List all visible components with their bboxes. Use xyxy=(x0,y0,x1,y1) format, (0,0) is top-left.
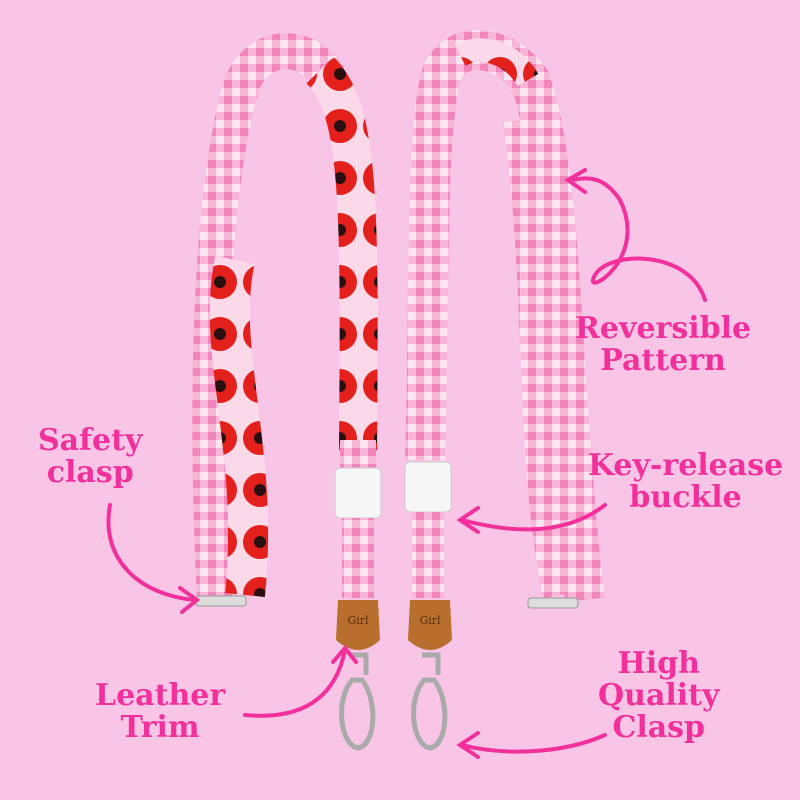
label-key-release-buckle: Key-release buckle xyxy=(588,450,783,514)
label-line: Clasp xyxy=(612,710,706,745)
left-swivel-clasp xyxy=(339,652,376,751)
label-leather-trim: Leather Trim xyxy=(95,680,225,744)
svg-text:Girl: Girl xyxy=(347,614,369,627)
label-line: Leather xyxy=(95,678,226,713)
left-lanyard: Girl xyxy=(192,33,382,751)
label-line: Reversible xyxy=(575,311,752,346)
annotation-arrows xyxy=(106,168,707,759)
label-line: Safety xyxy=(38,423,143,458)
right-leather-trim xyxy=(408,600,452,650)
label-line: Quality xyxy=(598,678,720,713)
label-line: Key-release xyxy=(588,448,784,483)
label-line: clasp xyxy=(46,455,134,490)
label-safety-clasp: Safety clasp xyxy=(38,425,142,489)
label-reversible-pattern: Reversible Pattern xyxy=(575,313,751,377)
right-buckle xyxy=(404,461,452,513)
svg-text:Girl: Girl xyxy=(419,614,441,627)
label-line: Pattern xyxy=(600,343,726,378)
left-leather-trim xyxy=(336,600,380,650)
label-high-quality-clasp: High Quality Clasp xyxy=(598,648,719,744)
left-buckle xyxy=(334,467,382,519)
right-lanyard: Girl xyxy=(404,30,605,751)
label-line: buckle xyxy=(629,480,742,515)
label-line: Trim xyxy=(120,710,200,745)
label-line: High xyxy=(617,646,700,681)
right-swivel-clasp xyxy=(411,652,448,751)
